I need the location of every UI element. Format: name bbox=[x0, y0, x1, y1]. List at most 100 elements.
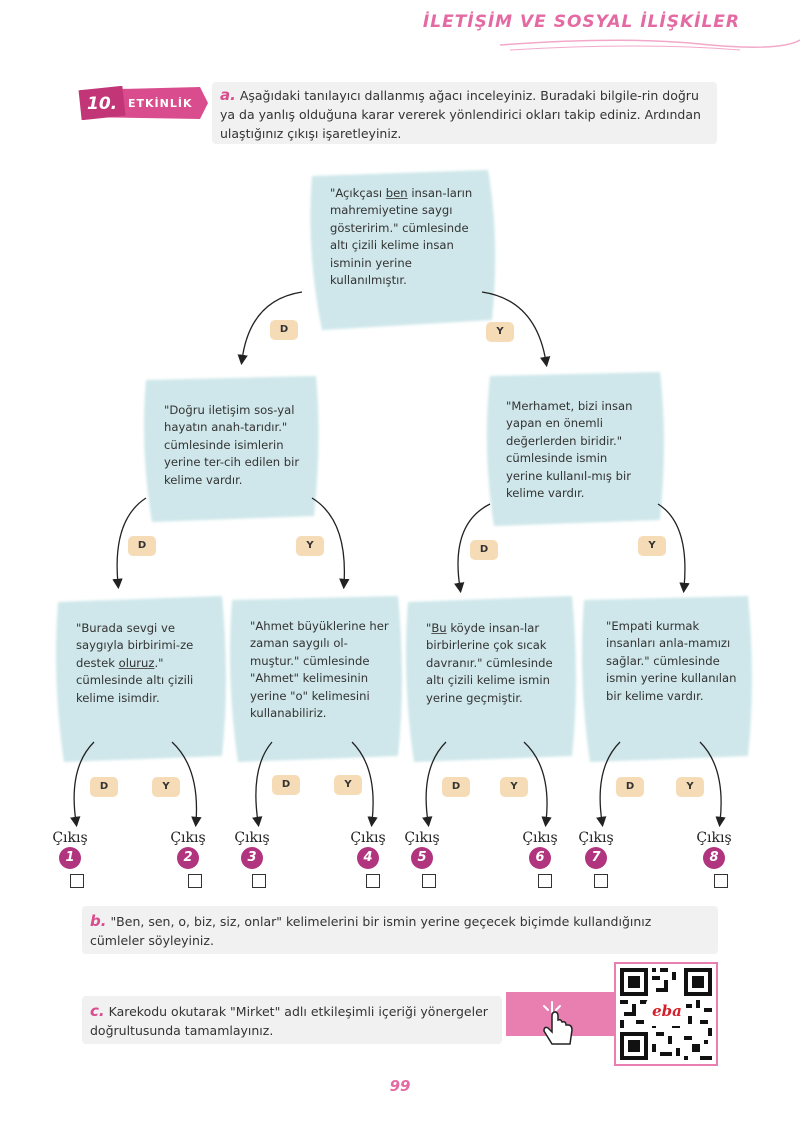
exit-5-number: 5 bbox=[411, 847, 433, 869]
tag-leaf3-d: D bbox=[442, 777, 470, 797]
arrow-leaf4-d bbox=[596, 741, 621, 828]
leaf2-statement: "Ahmet büyüklerine her zaman saygılı ol-… bbox=[250, 619, 389, 721]
tag-root-d: D bbox=[270, 320, 298, 340]
tag-leaf1-d: D bbox=[90, 777, 118, 797]
instruction-a-letter: a. bbox=[220, 86, 236, 104]
leaf1-blob bbox=[56, 596, 226, 762]
tag-right-y: Y bbox=[638, 536, 666, 556]
leaf3-statement: "Bu köyde insan-lar birbirlerine çok sıc… bbox=[426, 620, 560, 707]
exit-2: Çıkış 2 bbox=[166, 830, 210, 869]
tag-right-d: D bbox=[470, 540, 498, 560]
qr-pointer-bar bbox=[506, 992, 614, 1045]
exit-7: Çıkış 7 bbox=[574, 830, 618, 869]
arrow-leaf1-y bbox=[171, 741, 202, 828]
exit-1-label: Çıkış bbox=[52, 830, 88, 846]
exit-8-checkbox[interactable] bbox=[714, 874, 728, 888]
arrow-leaf4-y bbox=[699, 741, 726, 828]
activity-badge: 10. ETKİNLİK bbox=[78, 86, 210, 120]
arrow-leaf2-d bbox=[252, 741, 273, 828]
root-statement-pre: "Açıkçası bbox=[330, 186, 386, 200]
arrow-root-left bbox=[237, 291, 303, 366]
eba-logo: eba bbox=[652, 1002, 682, 1020]
qr-code[interactable]: eba bbox=[614, 962, 718, 1066]
leaf4-statement: "Empati kurmak insanları anla-mamızı sağ… bbox=[606, 619, 737, 703]
tag-leaf2-y: Y bbox=[334, 775, 362, 795]
chapter-title: İLETİŞİM VE SOSYAL İLİŞKİLER bbox=[422, 12, 740, 32]
tag-root-y: Y bbox=[486, 322, 514, 342]
activity-number: 10. bbox=[87, 94, 118, 114]
root-statement-underlined: ben bbox=[385, 186, 408, 200]
arrow-root-right bbox=[481, 291, 551, 368]
tag-leaf1-y: Y bbox=[152, 777, 180, 797]
exit-4: Çıkış 4 bbox=[346, 830, 390, 869]
exit-6-label: Çıkış bbox=[522, 830, 558, 846]
exit-6-checkbox[interactable] bbox=[538, 874, 552, 888]
exit-1-checkbox[interactable] bbox=[70, 874, 84, 888]
exit-8-label: Çıkış bbox=[696, 830, 732, 846]
tag-left-d: D bbox=[128, 536, 156, 556]
leaf1-statement: "Burada sevgi ve saygıyla birbirimi-ze d… bbox=[76, 620, 210, 707]
left-statement: "Doğru iletişim sos-yal hayatın anah-tar… bbox=[164, 403, 300, 487]
arrow-leaf2-y bbox=[351, 741, 378, 828]
instruction-c-text: Karekodu okutarak "Mirket" adlı etkileşi… bbox=[90, 1004, 488, 1038]
arrow-leaf3-d bbox=[422, 741, 447, 828]
leaf2-blob bbox=[230, 596, 402, 762]
tag-left-y: Y bbox=[296, 536, 324, 556]
exit-5-label: Çıkış bbox=[404, 830, 440, 846]
arrow-right-y bbox=[657, 503, 690, 594]
arrow-right-d bbox=[454, 503, 491, 594]
exit-8: Çıkış 8 bbox=[692, 830, 736, 869]
leaf3-statement-post: köyde insan-lar birbirlerine çok sıcak d… bbox=[426, 621, 553, 705]
tag-leaf3-y: Y bbox=[500, 777, 528, 797]
instruction-a-text: Aşağıdaki tanılayıcı dallanmış ağacı inc… bbox=[220, 88, 701, 141]
leaf3-statement-underlined: Bu bbox=[431, 621, 447, 635]
tag-leaf4-d: D bbox=[616, 777, 644, 797]
badge-shape bbox=[78, 86, 208, 120]
exit-3-label: Çıkış bbox=[234, 830, 270, 846]
arrow-left-d bbox=[112, 497, 147, 590]
leaf4-blob bbox=[582, 596, 752, 762]
exit-3-number: 3 bbox=[241, 847, 263, 869]
root-statement-post: insan-ların mahremiyetine saygı gösterir… bbox=[330, 186, 473, 288]
tag-leaf4-y: Y bbox=[676, 777, 704, 797]
exit-3-checkbox[interactable] bbox=[252, 874, 266, 888]
arrow-leaf1-d bbox=[70, 741, 95, 828]
exit-2-label: Çıkış bbox=[170, 830, 206, 846]
exit-4-number: 4 bbox=[357, 847, 379, 869]
instruction-b-letter: b. bbox=[90, 912, 107, 930]
right-statement: "Merhamet, bizi insan yapan en önemli de… bbox=[506, 399, 633, 501]
exit-5-checkbox[interactable] bbox=[422, 874, 436, 888]
exit-6: Çıkış 6 bbox=[518, 830, 562, 869]
arrow-left-y bbox=[311, 497, 350, 590]
exit-7-checkbox[interactable] bbox=[594, 874, 608, 888]
exit-6-number: 6 bbox=[529, 847, 551, 869]
instruction-b-text: "Ben, sen, o, biz, siz, onlar" kelimeler… bbox=[90, 914, 652, 948]
tap-hand-icon bbox=[543, 1001, 573, 1045]
exit-2-checkbox[interactable] bbox=[188, 874, 202, 888]
exit-4-label: Çıkış bbox=[350, 830, 386, 846]
exit-1-number: 1 bbox=[59, 847, 81, 869]
exit-5: Çıkış 5 bbox=[400, 830, 444, 869]
exit-1: Çıkış 1 bbox=[48, 830, 92, 869]
exit-7-number: 7 bbox=[585, 847, 607, 869]
instruction-c: c.Karekodu okutarak "Mirket" adlı etkile… bbox=[82, 996, 502, 1044]
leaf1-statement-underlined: oluruz bbox=[118, 655, 155, 670]
instruction-b: b."Ben, sen, o, biz, siz, onlar" kelimel… bbox=[82, 906, 718, 954]
arrow-leaf3-y bbox=[523, 741, 552, 828]
exit-7-label: Çıkış bbox=[578, 830, 614, 846]
left-blob bbox=[144, 376, 319, 522]
page-number: 99 bbox=[389, 1077, 411, 1095]
qr-code-pattern bbox=[616, 964, 716, 1064]
leaf3-statement-pre: " bbox=[426, 621, 432, 635]
exit-8-number: 8 bbox=[703, 847, 725, 869]
activity-label: ETKİNLİK bbox=[128, 97, 193, 110]
leaf1-statement-post: ." cümlesinde altı çizili kelime isimdir… bbox=[76, 655, 194, 705]
tag-leaf2-d: D bbox=[272, 775, 300, 795]
instruction-c-letter: c. bbox=[90, 1002, 105, 1020]
instruction-a: a.Aşağıdaki tanılayıcı dallanmış ağacı i… bbox=[212, 82, 717, 144]
leaf3-blob bbox=[406, 596, 576, 762]
exit-4-checkbox[interactable] bbox=[366, 874, 380, 888]
leaf1-statement-pre: "Burada sevgi ve saygıyla birbirimi-ze d… bbox=[76, 621, 194, 670]
root-statement: "Açıkçası ben insan-ların mahremiyetine … bbox=[330, 185, 480, 289]
